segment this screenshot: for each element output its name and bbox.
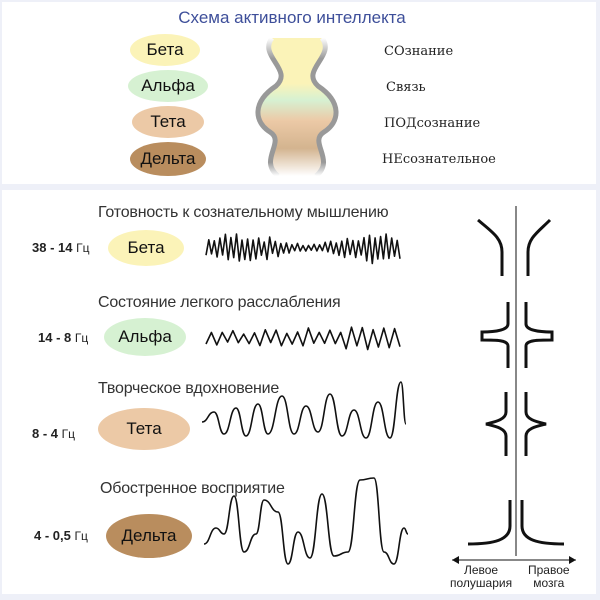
row-pill-alpha: Альфа (104, 318, 186, 356)
bottom-panel: Готовность к сознательному мышлению 38 -… (2, 190, 596, 594)
row-frequency-delta: 4 - 0,5 Гц (34, 528, 88, 543)
consciousness-shape (255, 36, 339, 178)
theta-right-curve (524, 392, 547, 456)
state-label-connection: Связь (386, 80, 426, 95)
legend-pill-theta: Тета (132, 106, 204, 138)
row-desc-theta: Творческое вдохновение (98, 380, 280, 397)
shape-right-edge (310, 36, 339, 178)
row-desc-alpha: Состояние легкого расслабления (98, 294, 341, 311)
delta-left-curve (467, 500, 512, 546)
state-label-consciousness: СОзнание (384, 44, 454, 59)
diagram-title: Схема активного интеллекта (178, 8, 406, 27)
legend-pill-beta: Бета (130, 34, 200, 66)
alpha-left-curve (480, 302, 510, 368)
delta-right-curve (520, 500, 565, 546)
legend-pill-alpha: Альфа (128, 70, 208, 102)
alpha-right-curve (524, 302, 554, 368)
beta-right-curve (526, 218, 552, 276)
wave-delta (203, 477, 409, 565)
row-pill-delta: Дельта (106, 514, 192, 558)
wave-beta (205, 233, 401, 265)
wave-alpha (205, 326, 401, 351)
beta-left-curve (477, 218, 504, 276)
row-pill-theta: Тета (98, 408, 190, 450)
state-label-unconscious: НЕсознательное (382, 152, 496, 167)
shape-left-edge (255, 36, 284, 178)
top-panel: Схема активного интеллекта Бета Альфа Те… (2, 2, 596, 184)
row-desc-delta: Обостренное восприятие (100, 480, 285, 497)
axis-right-arrow (569, 556, 576, 564)
row-pill-beta: Бета (108, 230, 184, 266)
legend-pill-delta: Дельта (130, 142, 206, 176)
row-frequency-alpha: 14 - 8 Гц (38, 330, 89, 345)
state-label-subconscious: ПОДсознание (384, 116, 481, 131)
row-desc-beta: Готовность к сознательному мышлению (98, 204, 389, 221)
hemisphere-diagrams (452, 206, 576, 564)
row-frequency-theta: 8 - 4 Гц (32, 426, 76, 441)
row-frequency-beta: 38 - 14 Гц (32, 240, 90, 255)
wave-theta (201, 381, 407, 439)
axis-left-arrow (452, 556, 459, 564)
theta-left-curve (485, 392, 508, 456)
